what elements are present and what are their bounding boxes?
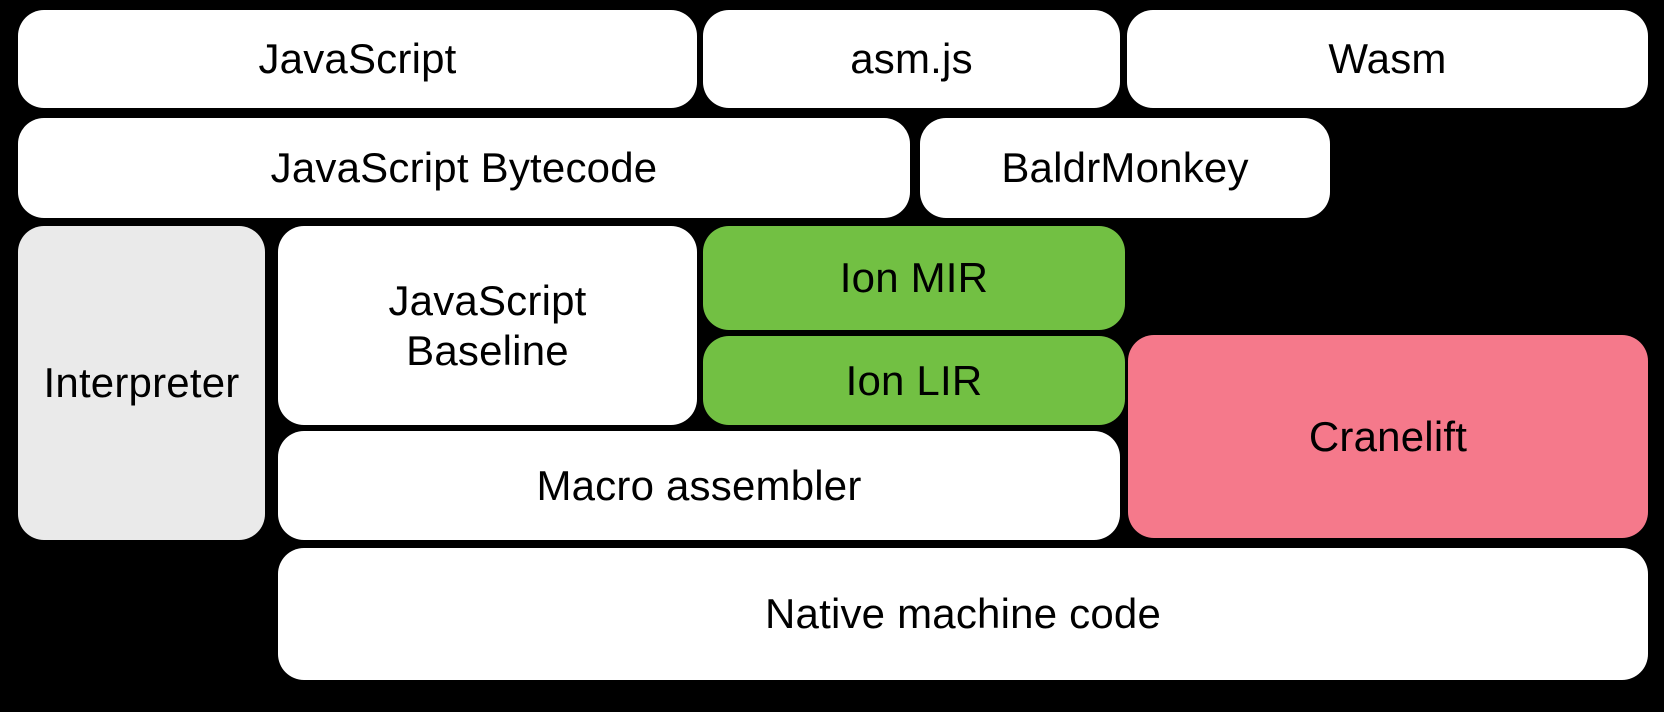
node-baldrmonkey[interactable]: BaldrMonkey [920, 118, 1330, 218]
node-javascript-bytecode[interactable]: JavaScript Bytecode [18, 118, 910, 218]
node-wasm[interactable]: Wasm [1127, 10, 1648, 108]
node-javascript-baseline[interactable]: JavaScript Baseline [278, 226, 697, 425]
node-macro-assembler[interactable]: Macro assembler [278, 431, 1120, 540]
node-javascript[interactable]: JavaScript [18, 10, 697, 108]
node-interpreter[interactable]: Interpreter [18, 226, 265, 540]
node-native-machine-code[interactable]: Native machine code [278, 548, 1648, 680]
node-ion-lir[interactable]: Ion LIR [703, 336, 1125, 425]
node-ion-mir[interactable]: Ion MIR [703, 226, 1125, 330]
node-cranelift[interactable]: Cranelift [1128, 335, 1648, 538]
node-asm-js[interactable]: asm.js [703, 10, 1120, 108]
